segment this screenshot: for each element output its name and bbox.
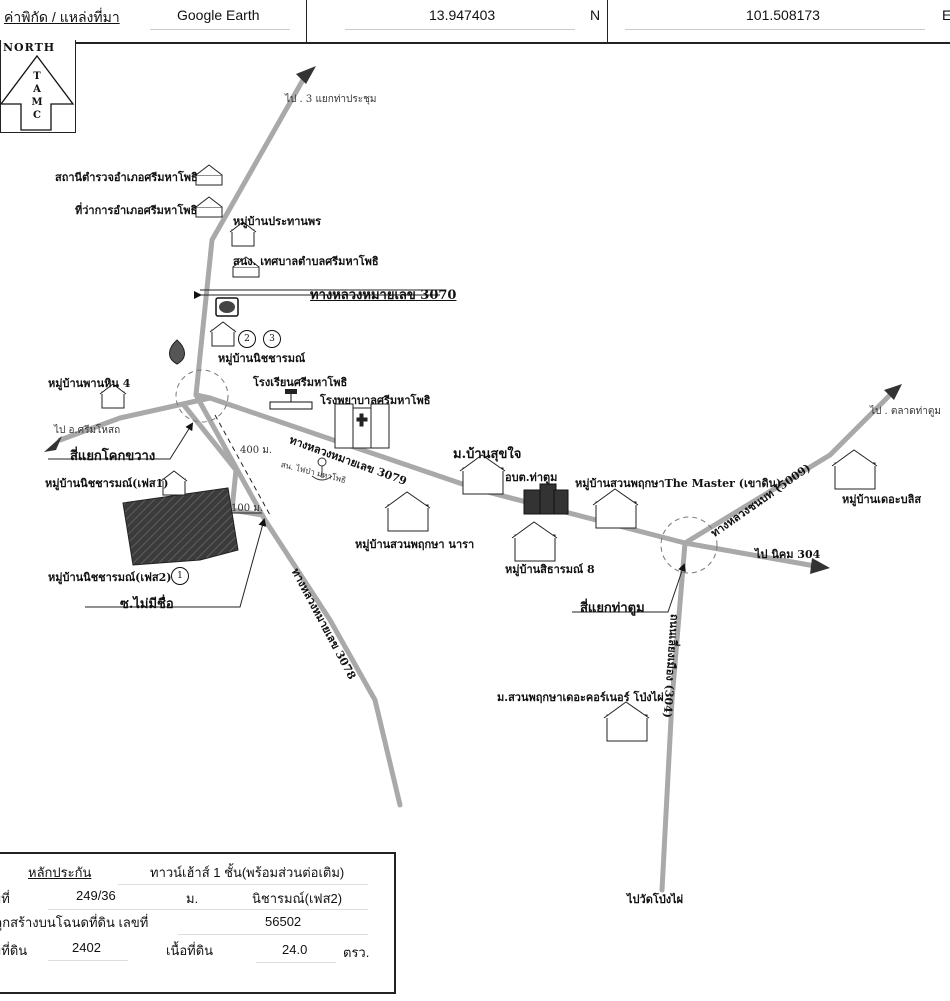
road-3078 <box>193 392 403 808</box>
police-station-icon <box>195 164 223 186</box>
office-building-icon <box>523 483 569 515</box>
north-arrow-icon <box>1 54 75 131</box>
forestry-emblem-icon <box>311 457 333 481</box>
house-icon <box>384 491 431 532</box>
house-icon <box>592 488 639 529</box>
land-no-value: 2402 <box>72 940 101 955</box>
arrow-north-icon <box>296 66 316 84</box>
marker-2: 2 <box>238 330 256 348</box>
village-value: นิชารมณ์(เฟส2) <box>252 891 343 906</box>
pan-hin-label: หมู่บ้านพานหิน 4 <box>48 377 131 390</box>
land-area-unit: ตรว. <box>343 945 370 960</box>
dest-north-label: ไป . 3 แยกท่าประชุม <box>285 94 377 105</box>
govt-building-icons <box>195 164 260 278</box>
north-arrow: NORTH T A M C <box>0 40 76 133</box>
latitude-direction: N <box>590 7 601 23</box>
soi-label: ซ.ไม่มีชื่อ <box>120 597 174 612</box>
bank-icon <box>215 297 239 317</box>
nitcharom-phase2-label: หมู่บ้านนิชชารมณ์(เฟส2) <box>48 571 172 584</box>
road-304 <box>659 540 688 893</box>
hospital-label: โรงพยาบาลศรีมหาโพธิ <box>320 394 431 407</box>
nitcharom-phase1-label: หมู่บ้านนิชชารมณ์(เฟส1) <box>45 477 169 490</box>
municipality-icon <box>232 256 260 278</box>
nitcharom-label: หมู่บ้านนิชชารมณ์ <box>218 352 306 365</box>
village-label: ม. <box>186 891 199 906</box>
municipality-label: สนง. เทศบาลตำบลศรีมหาโพธิ <box>233 255 379 268</box>
house-icon <box>831 449 878 490</box>
source-label: ค่าพิกัด / แหล่งที่มา <box>4 9 120 25</box>
junction-east-label: สี่แยกท่าตูม <box>580 601 645 616</box>
road-west <box>57 395 213 443</box>
dest-south-label: ไปวัดโป่งไผ่ <box>627 893 684 906</box>
house-icon <box>160 470 188 496</box>
junction-circle-east <box>660 516 718 574</box>
road-5009 <box>682 387 898 546</box>
source-value: Google Earth <box>177 7 260 23</box>
house-icon <box>511 521 558 562</box>
house-icon <box>209 321 237 347</box>
collateral-title: หลักประกัน <box>28 865 92 880</box>
house-icon <box>229 221 257 247</box>
junction-circle-west <box>175 369 229 423</box>
collateral-info-box: หลักประกัน ทาวน์เฮ้าส์ 1 ชั้น(พร้อมส่วนต… <box>0 852 396 994</box>
road-east <box>682 540 818 569</box>
collateral-type: ทาวน์เฮ้าส์ 1 ชั้น(พร้อมส่วนต่อเติม) <box>150 865 345 880</box>
the-corner-label: ม.สวนพฤกษาเดอะคอร์เนอร์ โป่งไผ่ <box>497 691 664 704</box>
road-3070-label: ทางหลวงหมายเลข 3070 <box>310 288 457 303</box>
house-icon <box>99 383 127 409</box>
house-no-value: 249/36 <box>76 888 116 903</box>
longitude-direction: E <box>942 7 950 23</box>
junction-west-label: สี่แยกโคกขวาง <box>70 449 156 464</box>
district-office-label: ที่ว่าการอำเภอศรีมหาโพธิ <box>75 204 198 217</box>
house-icon <box>603 701 650 742</box>
house-icon <box>459 454 506 495</box>
marker-3: 3 <box>263 330 281 348</box>
school-icon <box>269 389 313 410</box>
distance-100-label: 100 ม. <box>231 503 264 514</box>
police-station-label: สถานีตำรวจอำเภอศรีมหาโพธิ <box>55 171 198 184</box>
longitude-value: 101.508173 <box>746 7 820 23</box>
north-label: NORTH <box>3 41 56 54</box>
distance-400-label: 400 ม. <box>240 445 273 456</box>
sitharom8-label: หมู่บ้านสิธารมณ์ 8 <box>505 563 595 576</box>
dest-northeast-label: ไป . ตลาดท่าตูม <box>870 406 941 417</box>
the-master-label: หมู่บ้านสวนพฤกษาThe Master (เขาดิน) <box>575 477 782 490</box>
district-office-icon <box>195 196 223 218</box>
land-area-label: เนื้อที่ดิน <box>166 943 214 958</box>
marker-1: 1 <box>171 567 189 585</box>
gas-station-icon <box>169 339 185 365</box>
dest-east-label: ไป นิคม 304 <box>755 548 821 561</box>
suan-nara-label: หมู่บ้านสวนพฤกษา นารา <box>355 538 475 551</box>
house-icons <box>99 221 878 742</box>
the-bliss-label: หมู่บ้านเดอะบลิส <box>842 493 922 506</box>
dest-west-label: ไป อ.ศรีมโหสถ <box>54 425 121 436</box>
land-area-value: 24.0 <box>282 942 308 957</box>
obt-label: อบต.ท่าตูม <box>505 471 558 484</box>
house-no-label: เลขที่ <box>0 891 10 906</box>
ban-sukjai-label: ม.บ้านสุขใจ <box>453 447 522 462</box>
arrow-west-icon <box>44 436 62 452</box>
latitude-value: 13.947403 <box>429 7 496 23</box>
school-label: โรงเรียนศรีมหาโพธิ <box>253 376 348 389</box>
coordinates-header: ค่าพิกัด / แหล่งที่มา Google Earth 13.94… <box>0 0 950 44</box>
arrow-east-icon <box>810 558 830 574</box>
subject-plot <box>122 487 239 566</box>
land-no-label: เลขที่ดิน <box>0 943 28 958</box>
road-north <box>193 75 307 401</box>
tamc-letters: T A M C <box>31 71 43 121</box>
deed-value: 56502 <box>265 914 302 929</box>
hospital-icon <box>334 403 390 449</box>
deed-label: ปลูกสร้างบนโฉนดที่ดิน เลขที่ <box>0 915 149 930</box>
arrow-ne-icon <box>884 384 902 400</box>
pratanporn-label: หมู่บ้านประทานพร <box>233 215 322 228</box>
